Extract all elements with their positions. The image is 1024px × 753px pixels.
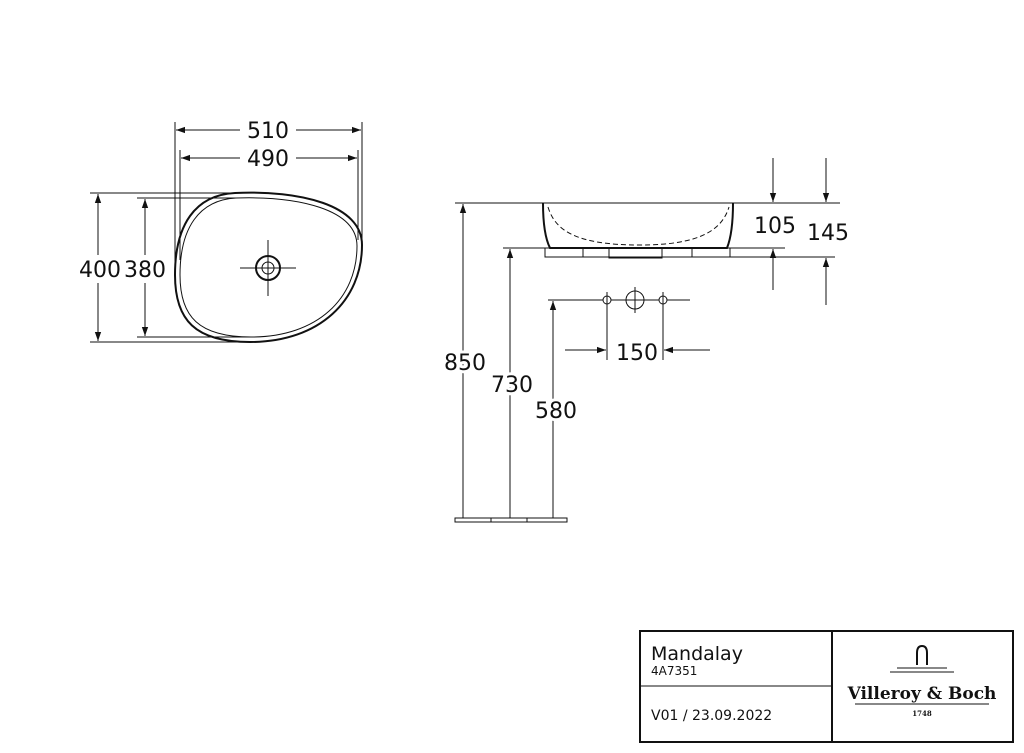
foot-right [691, 247, 731, 258]
dim-total-height: 145 [807, 221, 849, 246]
top-view: 510 490 400 380 [79, 119, 364, 344]
side-view: 105 145 850 730 580 150 [441, 158, 849, 523]
foot-left [544, 247, 584, 258]
dim-basin-height: 105 [754, 214, 796, 239]
dim-tap-spacing: 150 [616, 341, 658, 366]
drain-icon [240, 240, 296, 296]
outlet-hole-icon [624, 287, 646, 313]
tap-hole-left-icon [602, 292, 612, 360]
basin-outline-outer [173, 191, 364, 344]
dim-width-outer: 510 [247, 119, 289, 144]
basin-side-outline [542, 202, 734, 249]
dim-rim-height: 850 [444, 351, 486, 376]
floor-line [454, 517, 568, 523]
dim-depth-outer: 400 [79, 258, 121, 283]
dim-outlet-height: 580 [535, 399, 577, 424]
product-name: Mandalay [651, 643, 743, 665]
dim-depth-inner: 380 [124, 258, 166, 283]
dim-counter-height: 730 [491, 373, 533, 398]
brand-name: Villeroy & Boch [847, 684, 997, 704]
article-number: 4A7351 [651, 664, 697, 678]
dim-width-inner: 490 [247, 147, 289, 172]
basin-outline-inner [179, 197, 358, 338]
brand-logo: Villeroy & Boch 1748 [847, 644, 997, 718]
version-date: V01 / 23.09.2022 [651, 708, 772, 724]
tap-hole-right-icon [658, 292, 668, 360]
title-block: Mandalay 4A7351 V01 / 23.09.2022 Villero… [639, 630, 1014, 743]
drain-body [608, 248, 663, 259]
brand-year: 1748 [912, 709, 932, 718]
